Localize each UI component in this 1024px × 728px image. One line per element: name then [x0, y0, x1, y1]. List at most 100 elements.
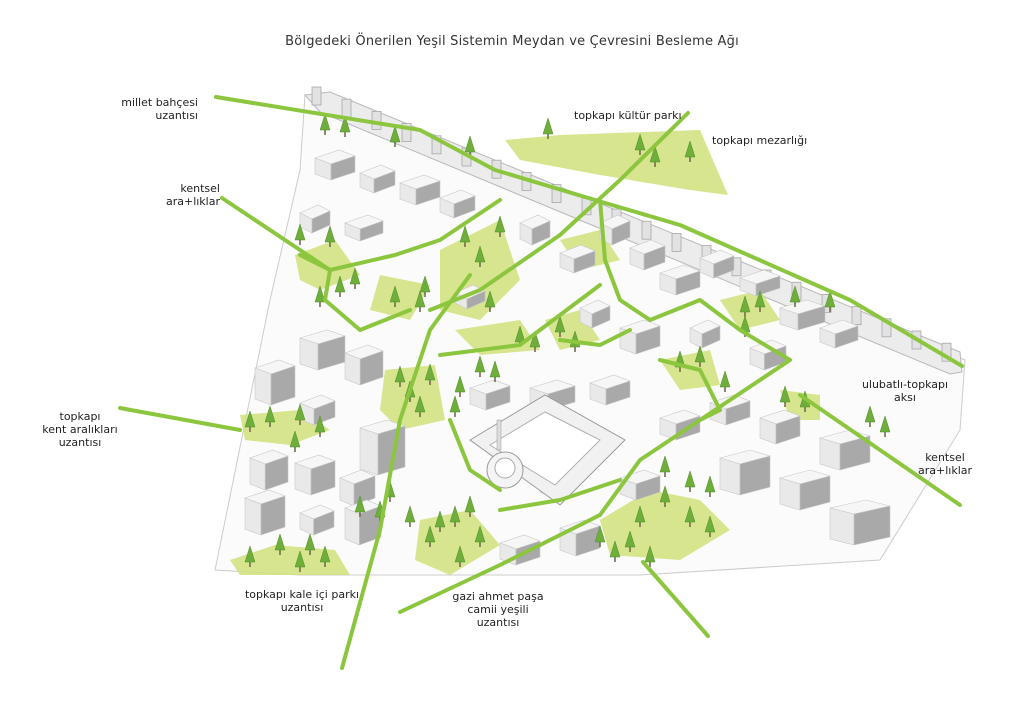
- tree: [684, 470, 696, 488]
- tree-trunk: [394, 300, 396, 307]
- tree-trunk: [794, 300, 796, 307]
- tree: [474, 525, 486, 543]
- tree: [294, 550, 306, 568]
- tree-trunk: [329, 240, 331, 247]
- tree-trunk: [419, 305, 421, 312]
- tree: [684, 505, 696, 523]
- building-face: [249, 457, 266, 491]
- building-shadow: [635, 325, 661, 355]
- green-network-lines: [118, 95, 964, 670]
- building-face: [244, 497, 262, 536]
- tree-trunk: [639, 520, 641, 527]
- tree-trunk: [709, 530, 711, 537]
- tree-trunk: [269, 420, 271, 427]
- tree: [824, 290, 836, 308]
- gazi-ahmet-pasa-mosque-complex: [469, 394, 626, 506]
- building-face: [779, 477, 801, 511]
- green-area: [295, 240, 360, 290]
- green-network-line: [214, 95, 964, 368]
- tree: [514, 325, 526, 343]
- tree: [879, 415, 891, 433]
- tree: [754, 290, 766, 308]
- green-network-line: [220, 196, 502, 272]
- tree-trunk: [429, 378, 431, 385]
- tree: [789, 285, 801, 303]
- building-shadow: [531, 220, 551, 246]
- tree: [389, 125, 401, 143]
- tree-trunk: [884, 430, 886, 437]
- building-shadow: [675, 270, 701, 296]
- tree-trunk: [419, 410, 421, 417]
- tree: [624, 530, 636, 548]
- building-shadow: [485, 385, 511, 411]
- tree: [459, 225, 471, 243]
- building-shadow: [313, 510, 335, 536]
- tree: [659, 455, 671, 473]
- tree: [414, 290, 426, 308]
- tree-trunk: [649, 560, 651, 567]
- tree-trunk: [379, 515, 381, 522]
- tree-trunk: [654, 160, 656, 167]
- building-shadow: [739, 455, 771, 496]
- tree-trunk: [469, 150, 471, 157]
- tree-trunk: [709, 490, 711, 497]
- tree: [464, 495, 476, 513]
- building-shadow: [373, 170, 396, 194]
- tree-trunk: [479, 540, 481, 547]
- green-network-line: [798, 393, 962, 507]
- building-shadow: [359, 220, 384, 242]
- tree-trunk: [547, 132, 549, 139]
- building-shadow: [853, 505, 891, 546]
- tree: [739, 295, 751, 313]
- tree-trunk: [454, 520, 456, 527]
- building-face: [359, 427, 379, 476]
- building-face: [254, 367, 272, 406]
- building-shadow: [330, 155, 356, 181]
- wall-tower: [341, 98, 352, 118]
- tree: [704, 515, 716, 533]
- tree-trunk: [464, 240, 466, 247]
- building-shadow: [755, 275, 781, 297]
- tree-trunk: [499, 230, 501, 237]
- tree-trunk: [394, 140, 396, 147]
- tree: [324, 225, 336, 243]
- tree-trunk: [424, 290, 426, 297]
- tree-trunk: [339, 290, 341, 297]
- wall-tower: [311, 86, 322, 106]
- tree: [454, 545, 466, 563]
- tree-trunk: [479, 260, 481, 267]
- tree-trunk: [389, 495, 391, 502]
- tree-trunk: [439, 525, 441, 532]
- building-face: [719, 457, 741, 496]
- tree: [414, 395, 426, 413]
- tree-trunk: [294, 445, 296, 452]
- tree: [484, 290, 496, 308]
- tree-trunk: [409, 395, 411, 402]
- tree-trunk: [559, 330, 561, 337]
- tree-trunk: [299, 418, 301, 425]
- tree-trunk: [699, 360, 701, 367]
- tree-trunk: [869, 420, 871, 427]
- wall-tower: [671, 232, 682, 252]
- green-network-line: [298, 253, 412, 332]
- tree-trunk: [759, 305, 761, 312]
- tree: [404, 505, 416, 523]
- tree: [289, 430, 301, 448]
- tree-trunk: [614, 555, 616, 562]
- building-face: [829, 507, 855, 546]
- green-network-line: [448, 418, 502, 492]
- building-shadow: [573, 250, 596, 274]
- tree: [454, 375, 466, 393]
- tree: [609, 540, 621, 558]
- tree: [319, 113, 331, 131]
- green-area: [370, 275, 430, 320]
- tree-trunk: [429, 540, 431, 547]
- tree: [314, 415, 326, 433]
- tree: [449, 505, 461, 523]
- tree-trunk: [494, 375, 496, 382]
- tree-trunk: [724, 385, 726, 392]
